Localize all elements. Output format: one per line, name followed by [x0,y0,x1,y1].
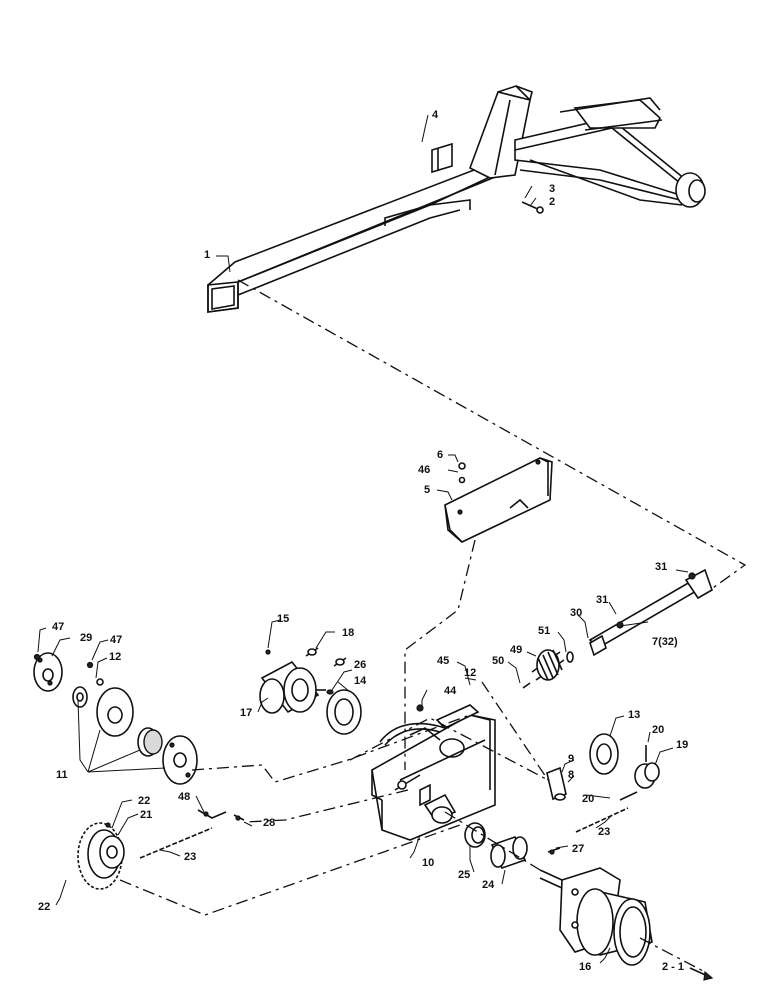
label-16: 16 [579,961,591,973]
label-24: 24 [482,879,495,891]
bushing-part [464,822,561,869]
part-labels: 1 2 3 4 5 6 7(32) 8 9 10 11 12 12 13 14 … [38,109,688,973]
hydraulic-motor-part [539,867,653,966]
label-30: 30 [570,607,582,619]
label-51: 51 [538,625,550,637]
label-22b: 22 [38,901,50,913]
label-22a: 22 [138,795,150,807]
label-12a: 12 [109,651,121,663]
frame-part [207,85,706,313]
gearbox-housing-part [371,704,496,841]
label-7: 7(32) [652,636,678,648]
label-12b: 12 [464,667,476,679]
right-flange-part [546,733,660,801]
spring-part [531,649,565,681]
actuator-shaft-part [522,568,713,689]
label-19: 19 [676,739,688,751]
label-5: 5 [424,484,430,496]
label-45: 45 [437,655,449,667]
label-14: 14 [354,675,367,687]
label-31a: 31 [655,561,667,573]
bearing-assembly-part [33,652,198,785]
label-4: 4 [432,109,439,121]
label-27: 27 [572,843,584,855]
label-48: 48 [178,791,190,803]
label-10: 10 [422,857,434,869]
label-29: 29 [80,632,92,644]
label-44: 44 [444,685,457,697]
label-1: 1 [204,249,210,261]
label-49: 49 [510,644,522,656]
leader-lines [37,114,689,964]
label-13: 13 [628,709,640,721]
label-3: 3 [549,183,555,195]
chain-part [139,807,629,859]
center-lines [119,279,747,973]
label-21: 21 [140,809,152,821]
label-8: 8 [568,769,574,781]
label-20a: 20 [652,724,664,736]
label-28: 28 [263,817,275,829]
label-50: 50 [492,655,504,667]
label-11: 11 [56,769,68,781]
label-25: 25 [458,869,470,881]
continuation-label: 2 - 1 [662,961,684,973]
label-46: 46 [418,464,430,476]
label-23a: 23 [184,851,196,863]
label-15: 15 [277,613,289,625]
label-6: 6 [437,449,443,461]
label-9: 9 [568,753,574,765]
label-47a: 47 [52,621,64,633]
label-47b: 47 [110,634,122,646]
motor-hub-part [259,647,362,735]
label-31b: 31 [596,594,608,606]
shield-part [444,457,553,543]
arrow-head-icon [703,970,714,981]
label-17: 17 [240,707,252,719]
label-26: 26 [354,659,366,671]
sprocket-part [77,822,125,890]
label-23b: 23 [598,826,610,838]
label-18: 18 [342,627,354,639]
label-20b: 20 [582,793,594,805]
label-2: 2 [549,196,555,208]
